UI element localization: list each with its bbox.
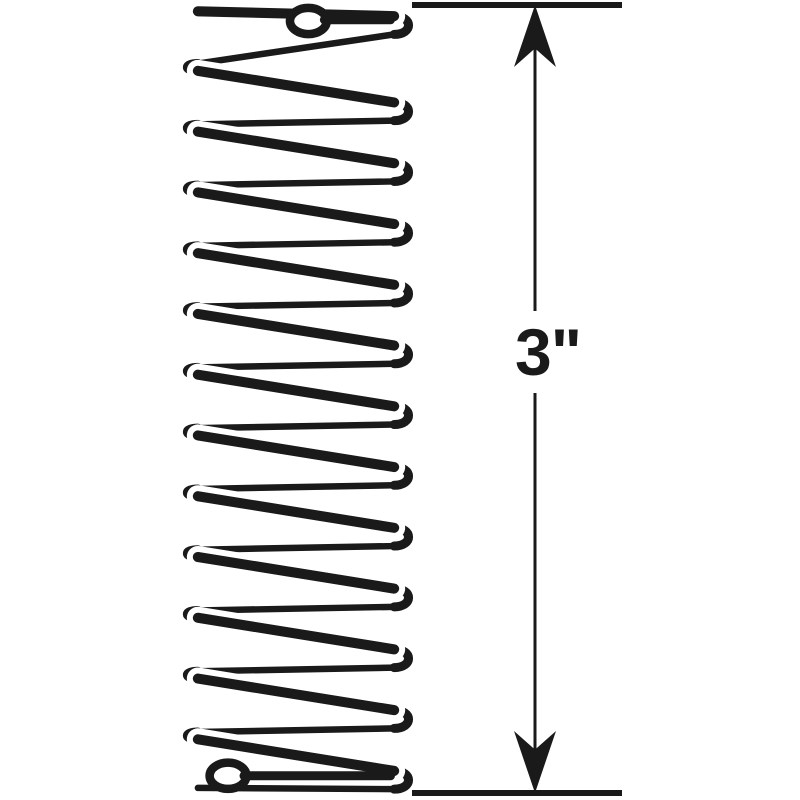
spring-coil-back-segment bbox=[194, 238, 398, 250]
spring-coil-front-segment bbox=[192, 187, 400, 230]
spring-coil-front-segment bbox=[192, 612, 400, 655]
spring-coil-back-segment bbox=[194, 664, 398, 675]
spring-coil-back-segment bbox=[194, 603, 398, 614]
spring-coil-front-segment bbox=[192, 673, 400, 716]
spring-coil-back-segment bbox=[194, 360, 398, 371]
spring-coil-front-segment bbox=[192, 369, 400, 412]
spring-coil-front-segment bbox=[192, 308, 400, 351]
spring-coil-front-segment bbox=[192, 248, 400, 290]
compression-spring bbox=[182, 0, 413, 794]
spring-coil-front-segment bbox=[192, 430, 400, 473]
spring-coil-front-segment bbox=[192, 734, 400, 776]
spring-coil-back-segment bbox=[194, 542, 398, 553]
spring-coil-front-segment bbox=[192, 491, 400, 533]
spring-coil-front-segment bbox=[192, 126, 400, 169]
spring-coil-back-segment bbox=[194, 299, 398, 310]
spring-coil-back-segment bbox=[194, 421, 398, 432]
spring-coil-back-segment bbox=[194, 725, 398, 736]
spring-coil-back-segment bbox=[194, 482, 398, 493]
arrowhead-down-icon bbox=[514, 731, 556, 793]
spring-coil-front-segment bbox=[192, 551, 400, 594]
dimension-label: 3" bbox=[515, 315, 581, 389]
spring-coil-back-segment bbox=[194, 117, 398, 128]
spring-coil-back-segment bbox=[194, 178, 398, 189]
spring-coil-front-segment bbox=[192, 65, 400, 108]
spring-coil-back-segment bbox=[194, 31, 398, 67]
arrowhead-up-icon bbox=[514, 5, 556, 67]
overall-length-dimension: 3" bbox=[412, 2, 622, 796]
